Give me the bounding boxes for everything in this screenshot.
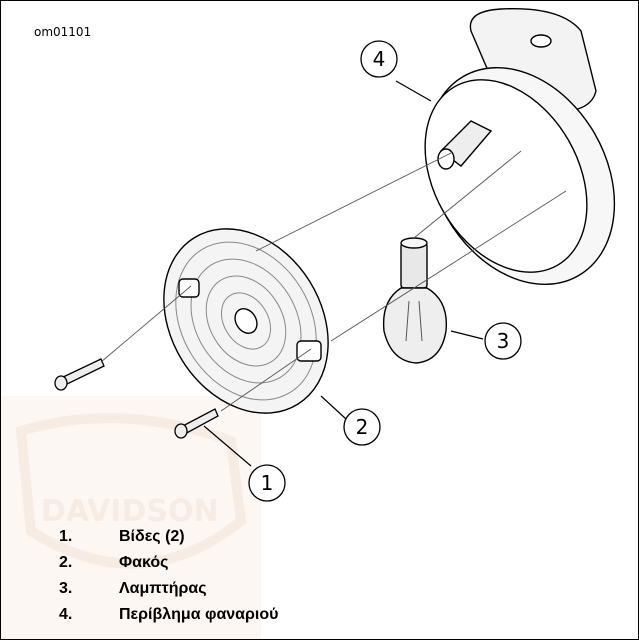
lens — [163, 228, 329, 414]
callout-4: 4 — [360, 40, 398, 78]
callout-3: 3 — [484, 322, 522, 360]
lamp-housing — [424, 7, 616, 285]
legend-label: Περίβλημα φαναριού — [119, 606, 279, 623]
callout-number: 2 — [356, 415, 369, 439]
leader-lines — [203, 80, 484, 467]
screws — [54, 358, 219, 439]
legend-label: Βίδες (2) — [119, 528, 185, 545]
bulb — [382, 237, 448, 364]
brand-watermark: DAVIDSON — [1, 396, 261, 639]
callout-number: 1 — [261, 471, 274, 495]
callout-number: 4 — [373, 47, 386, 71]
alignment-lines — [100, 150, 567, 412]
legend-label: Φακός — [119, 554, 169, 571]
legend-number: 3. — [59, 580, 73, 597]
callout-number: 3 — [497, 329, 510, 353]
legend-number: 2. — [59, 554, 73, 571]
callout-2: 2 — [343, 408, 381, 446]
callout-1: 1 — [248, 464, 286, 502]
legend-label: Λαμπτήρας — [119, 580, 207, 597]
legend-number: 1. — [59, 528, 73, 545]
figure-id: om01101 — [34, 25, 92, 39]
svg-text:DAVIDSON: DAVIDSON — [41, 494, 219, 529]
legend-number: 4. — [59, 606, 73, 623]
